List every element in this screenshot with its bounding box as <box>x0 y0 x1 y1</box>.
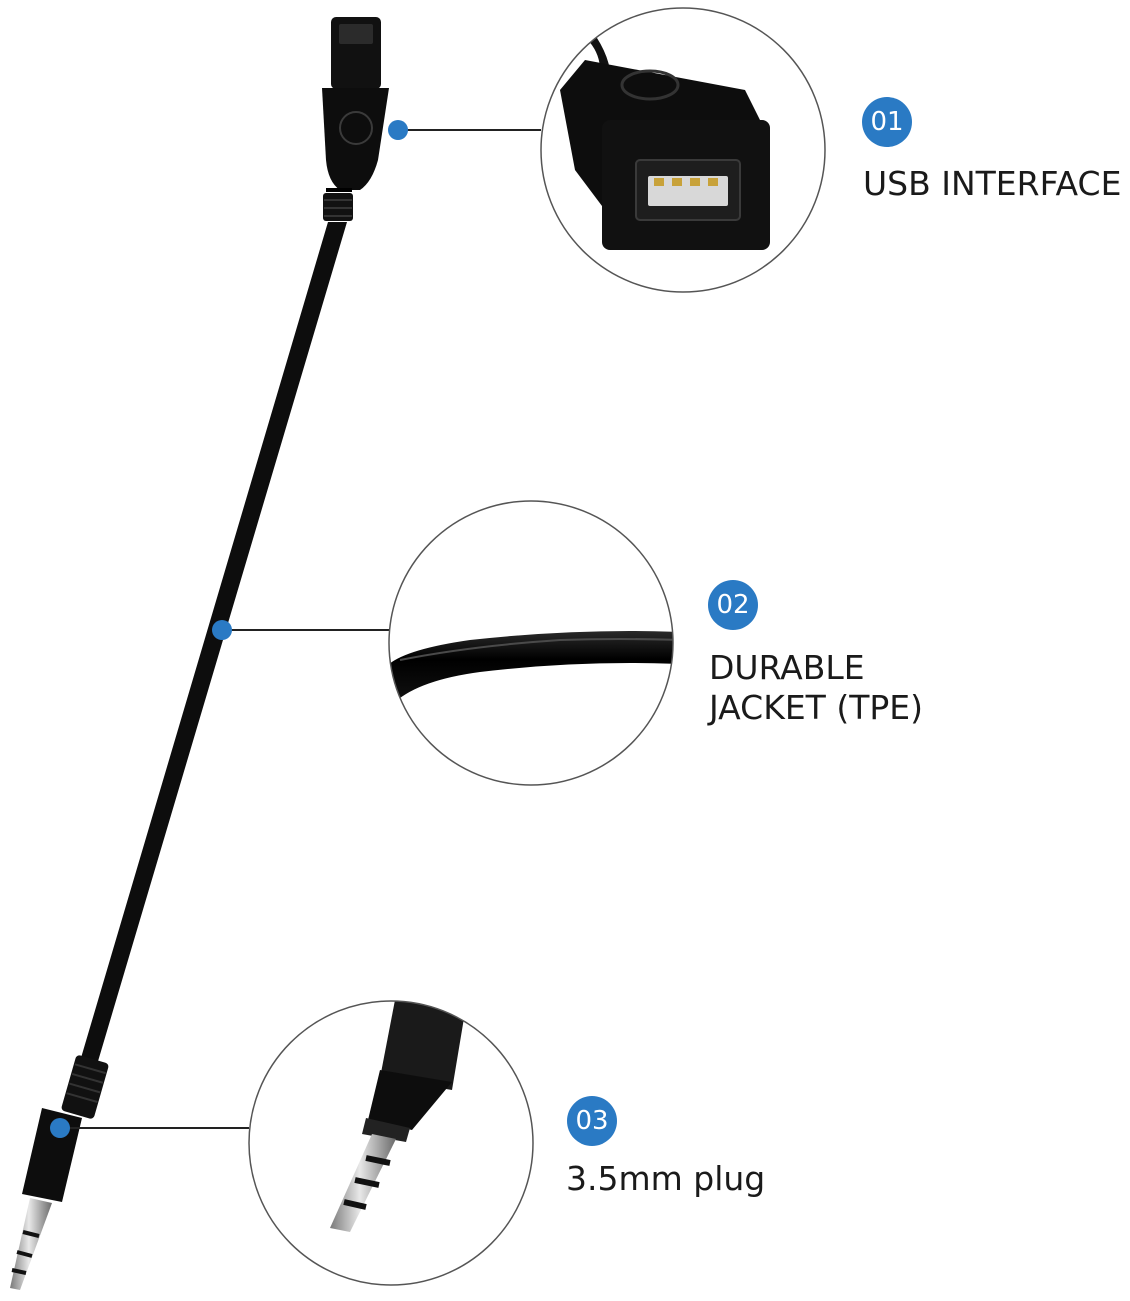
callout-number-1: 01 <box>862 97 912 147</box>
detail-circle-plug <box>248 1000 534 1286</box>
callout-number-2: 02 <box>708 580 758 630</box>
marker-dot-3 <box>50 1118 70 1138</box>
marker-dot-1 <box>388 120 408 140</box>
cable-body <box>78 222 347 1068</box>
callout-label-line: DURABLE <box>709 648 865 687</box>
marker-dot-2 <box>212 620 232 640</box>
usb-head <box>322 17 389 221</box>
callout-label-line: 3.5mm plug <box>566 1159 766 1198</box>
callout-number-3: 03 <box>567 1096 617 1146</box>
detail-circle-jacket <box>388 500 674 786</box>
detail-circle-usb <box>540 7 826 293</box>
callout-label-plug: 3.5mm plug <box>566 1159 765 1199</box>
callout-label-line: JACKET (TPE) <box>709 688 923 727</box>
audio-plug <box>10 1055 109 1290</box>
leader-lines <box>60 129 541 1129</box>
callout-label-line: USB INTERFACE <box>863 164 1122 203</box>
callout-label-usb: USB INTERFACE <box>863 164 1121 204</box>
cable-product <box>10 17 389 1290</box>
callout-label-jacket: DURABLE JACKET (TPE) <box>709 648 923 728</box>
